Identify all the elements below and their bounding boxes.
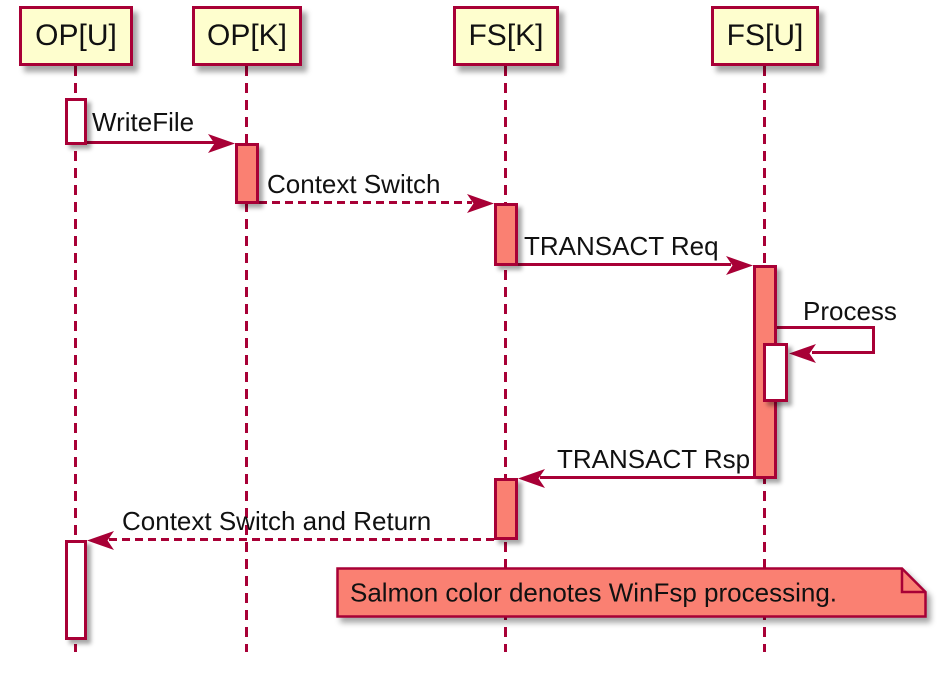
participant-label-fsk: FS[K]: [468, 19, 544, 52]
activation-fsk-salmon-1: [494, 203, 518, 266]
participant-box-opu: OP[U]: [19, 6, 133, 66]
lifeline-fsk: [504, 66, 507, 652]
participant-box-opk: OP[K]: [192, 6, 302, 66]
activation-opu-return: [65, 540, 87, 640]
message-label-context-switch-return: Context Switch and Return: [122, 506, 432, 536]
activation-fsu-process-nested: [763, 343, 788, 402]
lifeline-opk: [245, 66, 248, 652]
process-self-bottom-line: [812, 351, 875, 354]
context-switch-arrow-line: [259, 201, 472, 204]
note-text: Salmon color denotes WinFsp processing.: [350, 577, 838, 607]
context-switch-return-arrow-line: [109, 538, 494, 541]
participant-label-opu: OP[U]: [35, 19, 117, 52]
activation-opk-salmon: [235, 143, 259, 204]
transact-rsp-arrow-line: [540, 476, 753, 479]
participant-label-opk: OP[K]: [206, 19, 288, 52]
note-shape: [336, 567, 927, 618]
activation-fsk-salmon-2: [494, 478, 518, 540]
message-label-process: Process: [803, 296, 897, 326]
writefile-arrow-line: [87, 141, 215, 144]
participant-box-fsk: FS[K]: [453, 6, 559, 66]
lifeline-opu: [74, 66, 77, 652]
message-label-transact-req: TRANSACT Req: [524, 231, 719, 261]
message-label-transact-rsp: TRANSACT Rsp: [557, 444, 751, 474]
note-salmon-winfsp: Salmon color denotes WinFsp processing.: [336, 567, 927, 618]
process-self-right-line: [872, 326, 875, 354]
message-label-writefile: WriteFile: [92, 107, 195, 137]
message-label-context-switch: Context Switch: [267, 169, 441, 199]
transact-req-arrow-line: [518, 263, 731, 266]
participant-label-fsu: FS[U]: [726, 19, 804, 52]
participant-box-fsu: FS[U]: [711, 6, 819, 66]
process-self-top-line: [777, 326, 875, 329]
activation-opu-writefile: [65, 98, 87, 145]
